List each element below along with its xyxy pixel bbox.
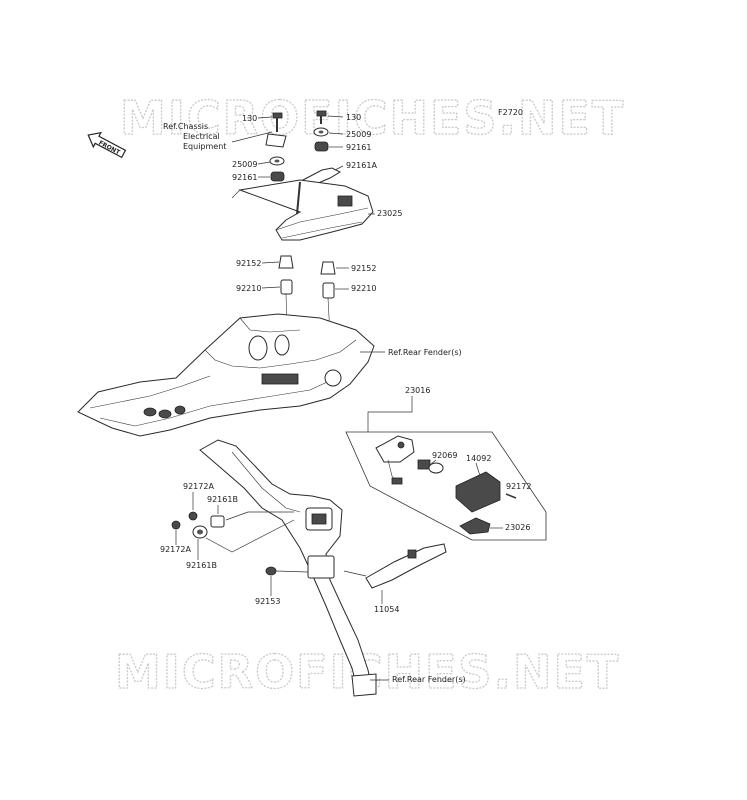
label-92161B-bottom: 92161B bbox=[186, 561, 217, 570]
screw-92172A-top bbox=[188, 511, 198, 521]
label-92153: 92153 bbox=[255, 597, 280, 606]
label-130-right: 130 bbox=[346, 113, 361, 122]
label-130-left: 130 bbox=[242, 114, 257, 123]
grommet-92161-left bbox=[270, 171, 285, 182]
label-92152-right: 92152 bbox=[351, 264, 376, 273]
ref-chassis-line2: Electrical bbox=[183, 132, 220, 141]
collar-92152-left bbox=[278, 255, 294, 269]
label-92161A: 92161A bbox=[346, 161, 377, 170]
ref-rear-fender-bottom: Ref.Rear Fender(s) bbox=[392, 675, 466, 684]
reflector-23026 bbox=[459, 517, 491, 535]
label-92210-right: 92210 bbox=[351, 284, 376, 293]
label-14092: 14092 bbox=[466, 454, 491, 463]
lamp-housing-23016 bbox=[375, 435, 415, 485]
screw-92172A-bottom bbox=[171, 520, 181, 530]
label-92172A-bottom: 92172A bbox=[160, 545, 191, 554]
label-92152-left: 92152 bbox=[236, 259, 261, 268]
bolt-130-right bbox=[316, 110, 327, 124]
label-92161B-top: 92161B bbox=[207, 495, 238, 504]
plate-holder-11054 bbox=[365, 543, 447, 589]
socket-92069 bbox=[417, 459, 444, 474]
label-92069: 92069 bbox=[432, 451, 457, 460]
washer-25009-left bbox=[269, 156, 285, 166]
grommet-92161B-bottom bbox=[192, 525, 208, 539]
watermark-top: MICROFICHES.NET bbox=[120, 91, 625, 145]
label-23025: 23025 bbox=[377, 209, 402, 218]
bolt-130-left bbox=[272, 112, 283, 132]
lamp-assembly-box bbox=[345, 431, 547, 541]
bolt-92153 bbox=[265, 566, 277, 576]
rear-fender-assembly bbox=[77, 313, 375, 437]
ref-rear-fender-top: Ref.Rear Fender(s) bbox=[388, 348, 462, 357]
label-11054: 11054 bbox=[374, 605, 399, 614]
label-25009-left: 25009 bbox=[232, 160, 257, 169]
screw-92172 bbox=[505, 493, 517, 499]
label-92172A-top: 92172A bbox=[183, 482, 214, 491]
label-23026: 23026 bbox=[505, 523, 530, 532]
tail-light-23025 bbox=[231, 179, 374, 241]
chassis-bracket bbox=[265, 133, 287, 148]
label-23016: 23016 bbox=[405, 386, 430, 395]
nut-92161B-top bbox=[210, 515, 225, 528]
ref-chassis-line3: Equipment bbox=[183, 142, 226, 151]
label-92161-right: 92161 bbox=[346, 143, 371, 152]
spacer-92210-left bbox=[280, 279, 293, 295]
label-92172: 92172 bbox=[506, 482, 531, 491]
grommet-92161-right bbox=[314, 141, 329, 152]
ref-chassis-line1: Ref.Chassis bbox=[163, 122, 208, 131]
collar-92152-right bbox=[320, 261, 336, 275]
label-92210-left: 92210 bbox=[236, 284, 261, 293]
spacer-92210-right bbox=[322, 282, 335, 299]
figure-code: F2720 bbox=[498, 108, 523, 117]
lens-14092 bbox=[455, 471, 501, 513]
label-25009-right: 25009 bbox=[346, 130, 371, 139]
label-92161-left: 92161 bbox=[232, 173, 257, 182]
washer-25009-right bbox=[313, 127, 329, 137]
